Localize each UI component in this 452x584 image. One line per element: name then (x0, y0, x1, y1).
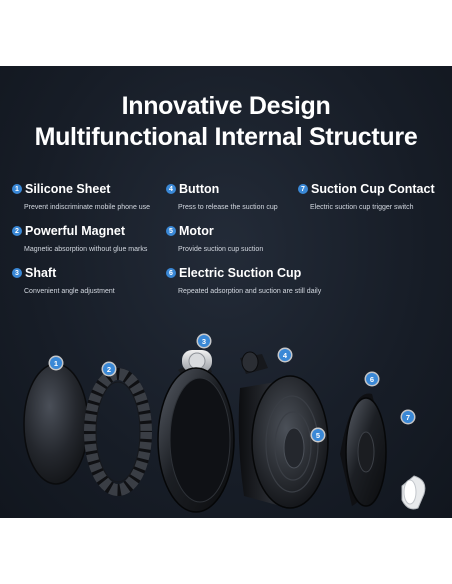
feature-name: Shaft (25, 266, 57, 280)
silicone-sheet-part (23, 363, 89, 485)
shaft-part (157, 350, 235, 513)
part-badge-6: 6 (366, 373, 378, 385)
feature-number-badge: 7 (298, 184, 308, 194)
feature-description: Repeated adsorption and suction are stil… (178, 288, 322, 295)
feature-number-badge: 6 (166, 268, 176, 278)
part-badge-7: 7 (402, 411, 414, 423)
feature-description: Electric suction cup trigger switch (310, 204, 414, 211)
feature-number-badge: 3 (12, 268, 22, 278)
electric-suction-cup-part (340, 393, 387, 507)
feature-name: Powerful Magnet (25, 224, 126, 238)
feature-number-badge: 5 (166, 226, 176, 236)
feature-name: Button (179, 182, 220, 196)
suction-cup-contact-part (401, 475, 426, 510)
feature-electric-suction-cup: 6 Electric Suction Cup Repeated adsorpti… (166, 266, 321, 295)
feature-shaft: 3 Shaft Convenient angle adjustment (12, 266, 115, 295)
feature-powerful-magnet: 2 Powerful Magnet Magnetic absorption wi… (12, 224, 147, 253)
infographic-panel: Innovative Design Multifunctional Intern… (0, 66, 452, 518)
part-badge-4: 4 (279, 349, 291, 361)
title-line-1: Innovative Design (121, 92, 331, 120)
feature-description: Provide suction cup suction (178, 246, 264, 253)
parts-drawing (23, 350, 426, 513)
feature-number-badge: 2 (12, 226, 22, 236)
feature-name: Silicone Sheet (25, 182, 111, 196)
feature-name: Electric Suction Cup (179, 266, 302, 280)
feature-number-badge: 4 (166, 184, 176, 194)
magnet-ring-part (84, 368, 152, 496)
part-badge-1: 1 (50, 357, 62, 369)
feature-name: Suction Cup Contact (311, 182, 435, 196)
feature-description: Magnetic absorption without glue marks (24, 246, 148, 253)
feature-silicone-sheet: 1 Silicone Sheet Prevent indiscriminate … (12, 182, 150, 211)
feature-number-badge: 1 (12, 184, 22, 194)
title-line-2: Multifunctional Internal Structure (34, 123, 418, 151)
feature-description: Prevent indiscriminate mobile phone use (24, 204, 151, 211)
part-badge-2: 2 (103, 363, 115, 375)
feature-button: 4 Button Press to release the suction cu… (166, 182, 278, 211)
feature-suction-cup-contact: 7 Suction Cup Contact Electric suction c… (298, 182, 435, 211)
exploded-parts-illustration: 1 2 3 4 5 6 7 (0, 328, 452, 518)
feature-description: Convenient angle adjustment (24, 288, 115, 295)
part-badge-3: 3 (198, 335, 210, 347)
feature-motor: 5 Motor Provide suction cup suction (166, 224, 263, 253)
motor-housing-part (238, 351, 329, 509)
feature-description: Press to release the suction cup (178, 204, 278, 211)
part-badge-5: 5 (312, 429, 324, 441)
feature-name: Motor (179, 224, 214, 238)
